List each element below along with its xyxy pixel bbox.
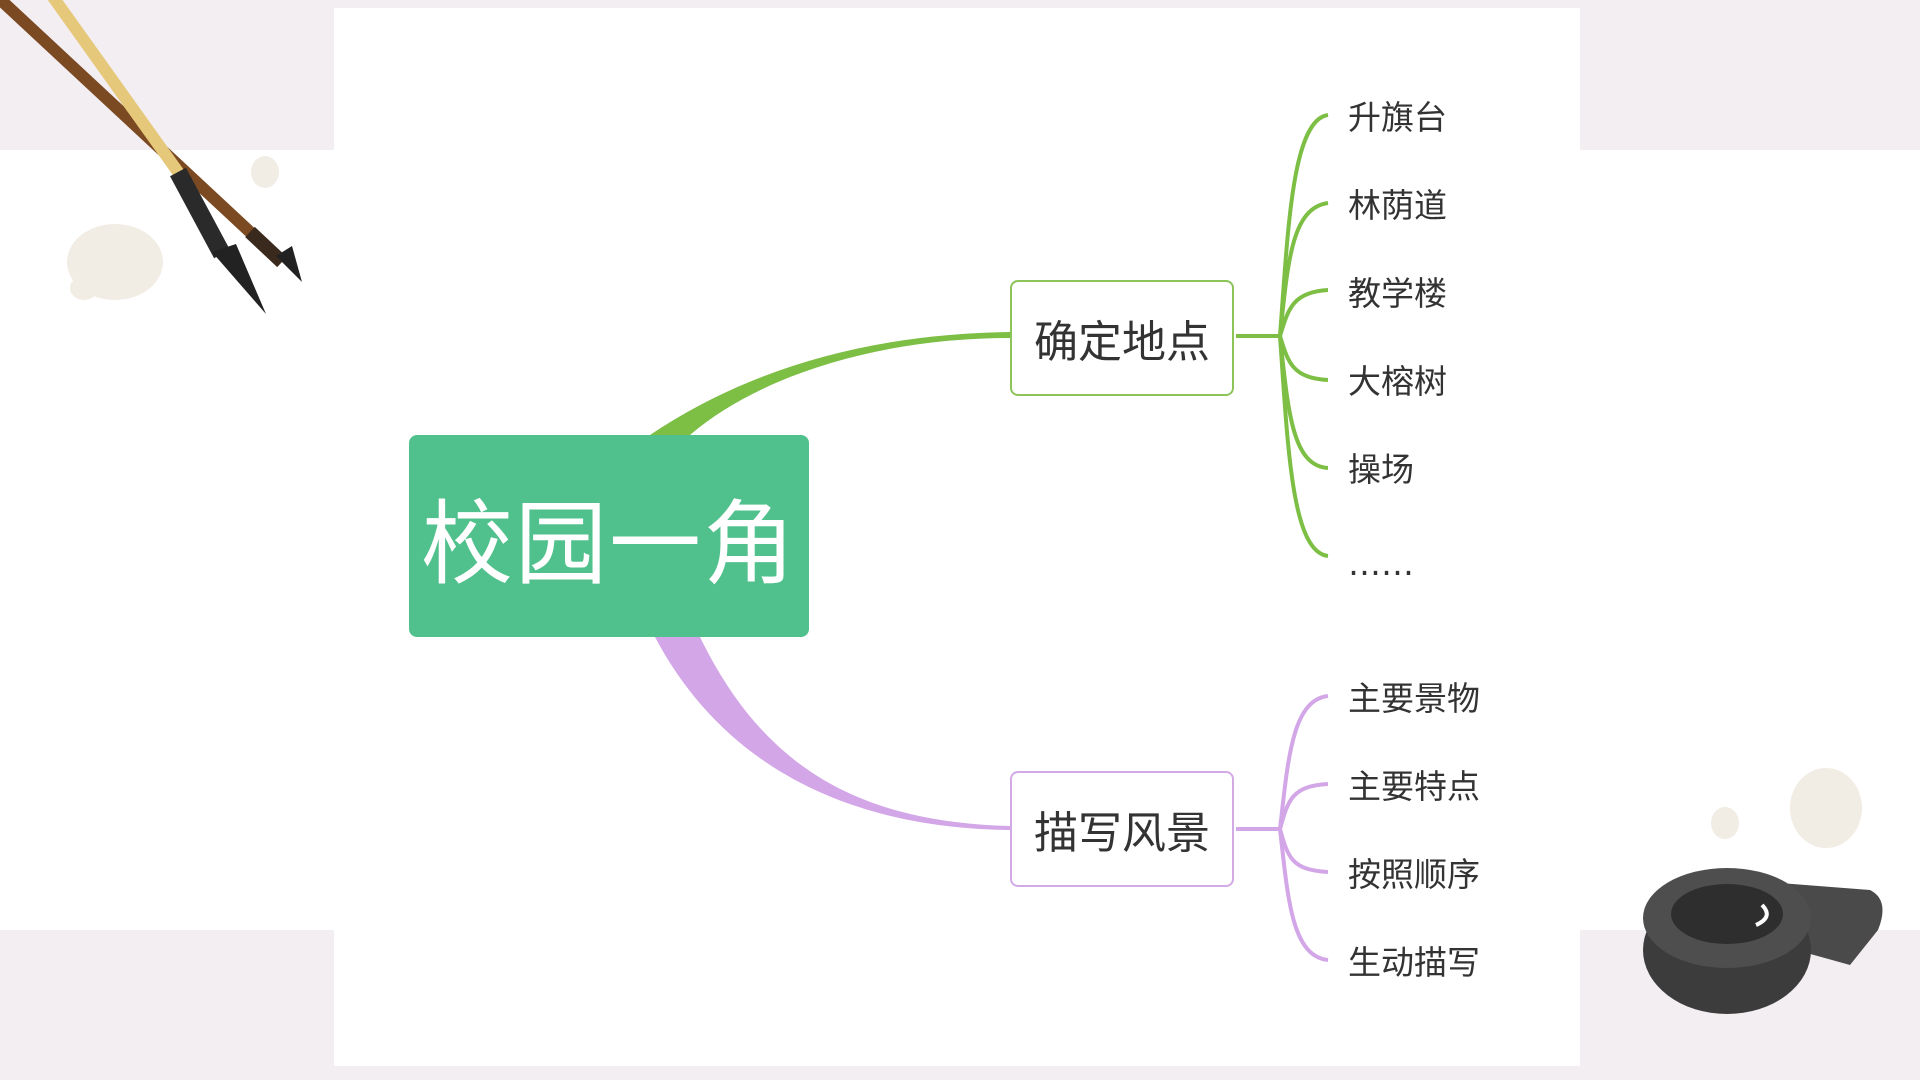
leaf-node: 升旗台	[1348, 98, 1447, 137]
branch-node-location: 确定地点	[1010, 280, 1234, 396]
brush-icon	[0, 0, 302, 314]
root-to-branch-2-connector	[655, 637, 1010, 830]
leaf-node: 主要特点	[1348, 767, 1480, 806]
leaf-node: ……	[1348, 544, 1414, 583]
leaf-node: 主要景物	[1348, 679, 1480, 718]
leaf-node: 教学楼	[1348, 274, 1447, 313]
root-node: 校园一角	[409, 435, 809, 637]
root-to-branch-1-connector	[650, 332, 1010, 435]
leaf-node: 按照顺序	[1348, 855, 1480, 894]
leaf-node: 林荫道	[1348, 186, 1447, 225]
branch-2-child-connectors	[1236, 694, 1329, 962]
leaf-node: 生动描写	[1348, 943, 1480, 982]
leaf-node: 大榕树	[1348, 362, 1447, 401]
leaf-node: 操场	[1348, 450, 1414, 489]
branch-node-scenery: 描写风景	[1010, 771, 1234, 887]
ink-splash	[67, 156, 1862, 848]
inkstone-icon	[1643, 868, 1883, 1014]
branch-1-child-connectors	[1236, 113, 1329, 558]
